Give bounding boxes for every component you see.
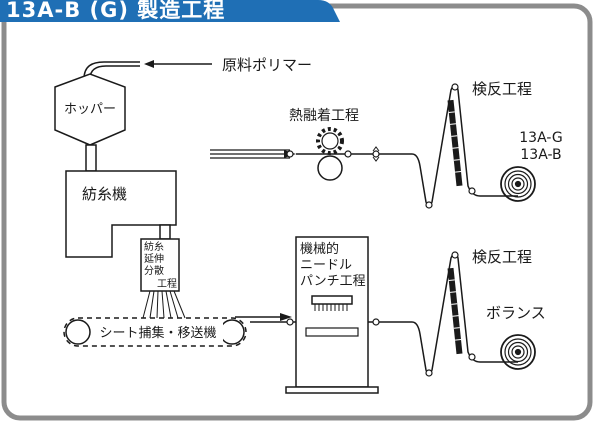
hopper-label: ホッパー	[64, 102, 116, 117]
product-g-label: 13A-G	[519, 130, 563, 146]
bed-plate	[305, 327, 359, 337]
raw-polymer-label: 原料ポリマー	[222, 56, 312, 74]
fiber-fan	[142, 290, 186, 319]
needle-punch-1: 機械的	[300, 241, 339, 257]
product-b-label: 13A-B	[520, 147, 561, 163]
anvil-roll	[317, 155, 343, 181]
spin-step-3: 分散	[144, 264, 164, 277]
spin-step-box	[140, 238, 180, 292]
upper-inspection-lamp	[447, 99, 463, 187]
spinner-label: 紡糸機	[82, 185, 127, 203]
needle-punch-machine	[295, 236, 369, 388]
page-title: 13A-B (G) 製造工程	[6, 0, 226, 22]
needle-board	[311, 295, 353, 305]
spinner-machine	[65, 170, 177, 258]
hopper-shape	[54, 73, 126, 146]
inspect-upper-label: 検反工程	[472, 80, 532, 98]
thermal-bond-label: 熱融着工程	[289, 108, 359, 124]
spin-step-2: 延伸	[144, 253, 164, 265]
needle-punch-2: ニードル	[300, 258, 352, 273]
upper-product-roll	[500, 166, 536, 202]
spin-step-4: 工程	[157, 278, 177, 290]
balance-label: ボランス	[486, 304, 546, 322]
needle-punch-3: パンチ工程	[300, 274, 366, 289]
sheet-conveyor-label: シート捕集・移送機	[99, 325, 216, 341]
inspect-lower-label: 検反工程	[472, 248, 532, 266]
lower-inspection-lamp	[447, 267, 463, 355]
title-tab-bg	[0, 0, 340, 22]
conveyor-belt	[63, 317, 247, 347]
title-tab: 13A-B (G) 製造工程	[0, 0, 330, 22]
spin-step-1: 紡糸	[144, 240, 164, 253]
lower-product-roll	[500, 334, 536, 370]
